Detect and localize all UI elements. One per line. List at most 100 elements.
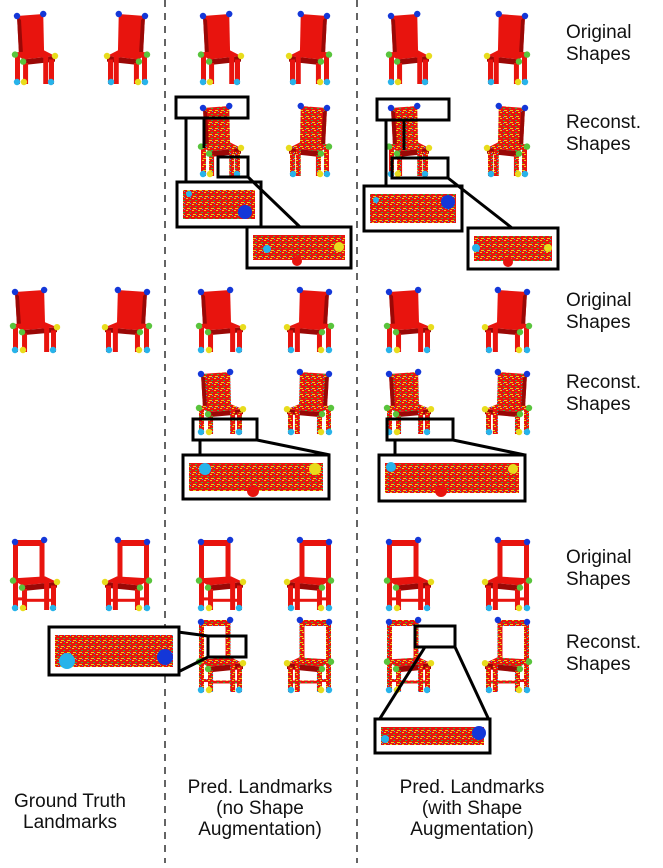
chair-rung (208, 680, 242, 684)
chair-leg (51, 585, 56, 610)
zoom-inset-frame (362, 184, 464, 233)
landmark-point (59, 653, 75, 669)
landmark-point (317, 428, 325, 436)
landmark-point (199, 463, 211, 475)
landmark-point (206, 170, 214, 178)
landmark-point (385, 51, 393, 58)
chair-back-post (326, 540, 331, 579)
chair-leg (230, 660, 236, 692)
chair-seat (197, 657, 243, 667)
landmark-point (285, 52, 293, 60)
landmark-point (20, 78, 28, 86)
landmark-point (392, 410, 400, 418)
chair (285, 102, 333, 178)
chair (195, 368, 247, 436)
chair-leg (486, 585, 491, 610)
zoom-source-box (390, 156, 450, 180)
chair-leg (144, 327, 149, 352)
landmark-point (325, 618, 333, 626)
chair (383, 616, 435, 694)
landmark-point (292, 256, 302, 266)
chair (195, 616, 247, 694)
chair-seat (11, 576, 57, 586)
zoom-inset-content (370, 194, 456, 223)
chair-leg (389, 56, 394, 84)
landmark-point (289, 78, 297, 86)
landmark-point (239, 578, 247, 586)
landmark-point (263, 245, 271, 253)
landmark-point (145, 322, 153, 330)
landmark-point (9, 577, 17, 584)
chair-back-post (144, 540, 149, 579)
chair-leg (108, 59, 113, 84)
landmark-point (296, 616, 304, 624)
zoom-inset-frame (175, 180, 263, 229)
zoom-inset-frame (245, 225, 353, 270)
landmark-point (143, 288, 151, 296)
chair-leg (492, 406, 498, 434)
chair-back-post (387, 540, 392, 579)
chair-seat (287, 322, 333, 331)
chair-leg (13, 582, 18, 610)
chair-leg (235, 151, 240, 176)
landmark-point (317, 346, 325, 354)
chair (283, 536, 335, 612)
chair-rung (396, 680, 430, 684)
chair-leg (513, 63, 519, 84)
landmark-point (205, 58, 213, 65)
landmark-point (115, 10, 122, 18)
landmark-point (287, 428, 295, 436)
landmark-point (13, 12, 21, 20)
chair-back-side (519, 16, 525, 55)
landmark-point (285, 144, 293, 152)
zoom-inset-content (474, 236, 552, 261)
landmark-point (481, 578, 489, 586)
landmark-point (197, 686, 205, 694)
chair-seat (385, 576, 431, 586)
landmark-point (287, 604, 295, 612)
landmark-point (392, 328, 400, 336)
landmark-point (383, 404, 391, 412)
landmark-point (103, 52, 111, 60)
chair-back (299, 14, 327, 55)
landmark-point (197, 51, 205, 58)
chair-back (299, 106, 327, 147)
landmark-point (204, 328, 212, 336)
chair-back-side (203, 16, 209, 55)
chair-leg (288, 330, 293, 352)
landmark-point (195, 577, 203, 584)
landmark-point (483, 144, 491, 152)
chair-leg (514, 333, 520, 352)
chair-leg (49, 59, 54, 84)
zoom-connector (377, 646, 427, 721)
chair (101, 536, 153, 612)
chair-leg (425, 585, 430, 610)
chair-leg (13, 327, 18, 352)
caption-pred-with-aug: Pred. Landmarks (with Shape Augmentation… (399, 777, 545, 840)
row-label-original-3: Original Shapes (566, 547, 632, 590)
chair-seat (385, 404, 431, 413)
chair-leg (493, 145, 499, 176)
row-label-reconst-2: Reconst. Shapes (566, 372, 641, 415)
chair-back (298, 290, 329, 326)
chair-seat (387, 142, 429, 152)
chair-leg (316, 333, 322, 352)
chair-seat (287, 404, 333, 413)
chair-leg (387, 327, 392, 352)
landmark-point (157, 649, 173, 665)
landmark-point (393, 346, 401, 354)
landmark-point (237, 52, 245, 60)
chair-leg (326, 409, 331, 434)
chair-leg (396, 415, 402, 434)
landmark-point (393, 58, 401, 65)
zoom-source-box (174, 95, 250, 120)
landmark-point (421, 170, 429, 178)
chair-back-side (321, 16, 327, 55)
chair-back-post (413, 542, 419, 580)
landmark-point (136, 584, 144, 591)
landmark-point (481, 324, 489, 331)
chair-back (496, 290, 527, 326)
landmark-point (197, 370, 205, 378)
landmark-point (247, 485, 259, 497)
landmark-point (423, 346, 431, 354)
